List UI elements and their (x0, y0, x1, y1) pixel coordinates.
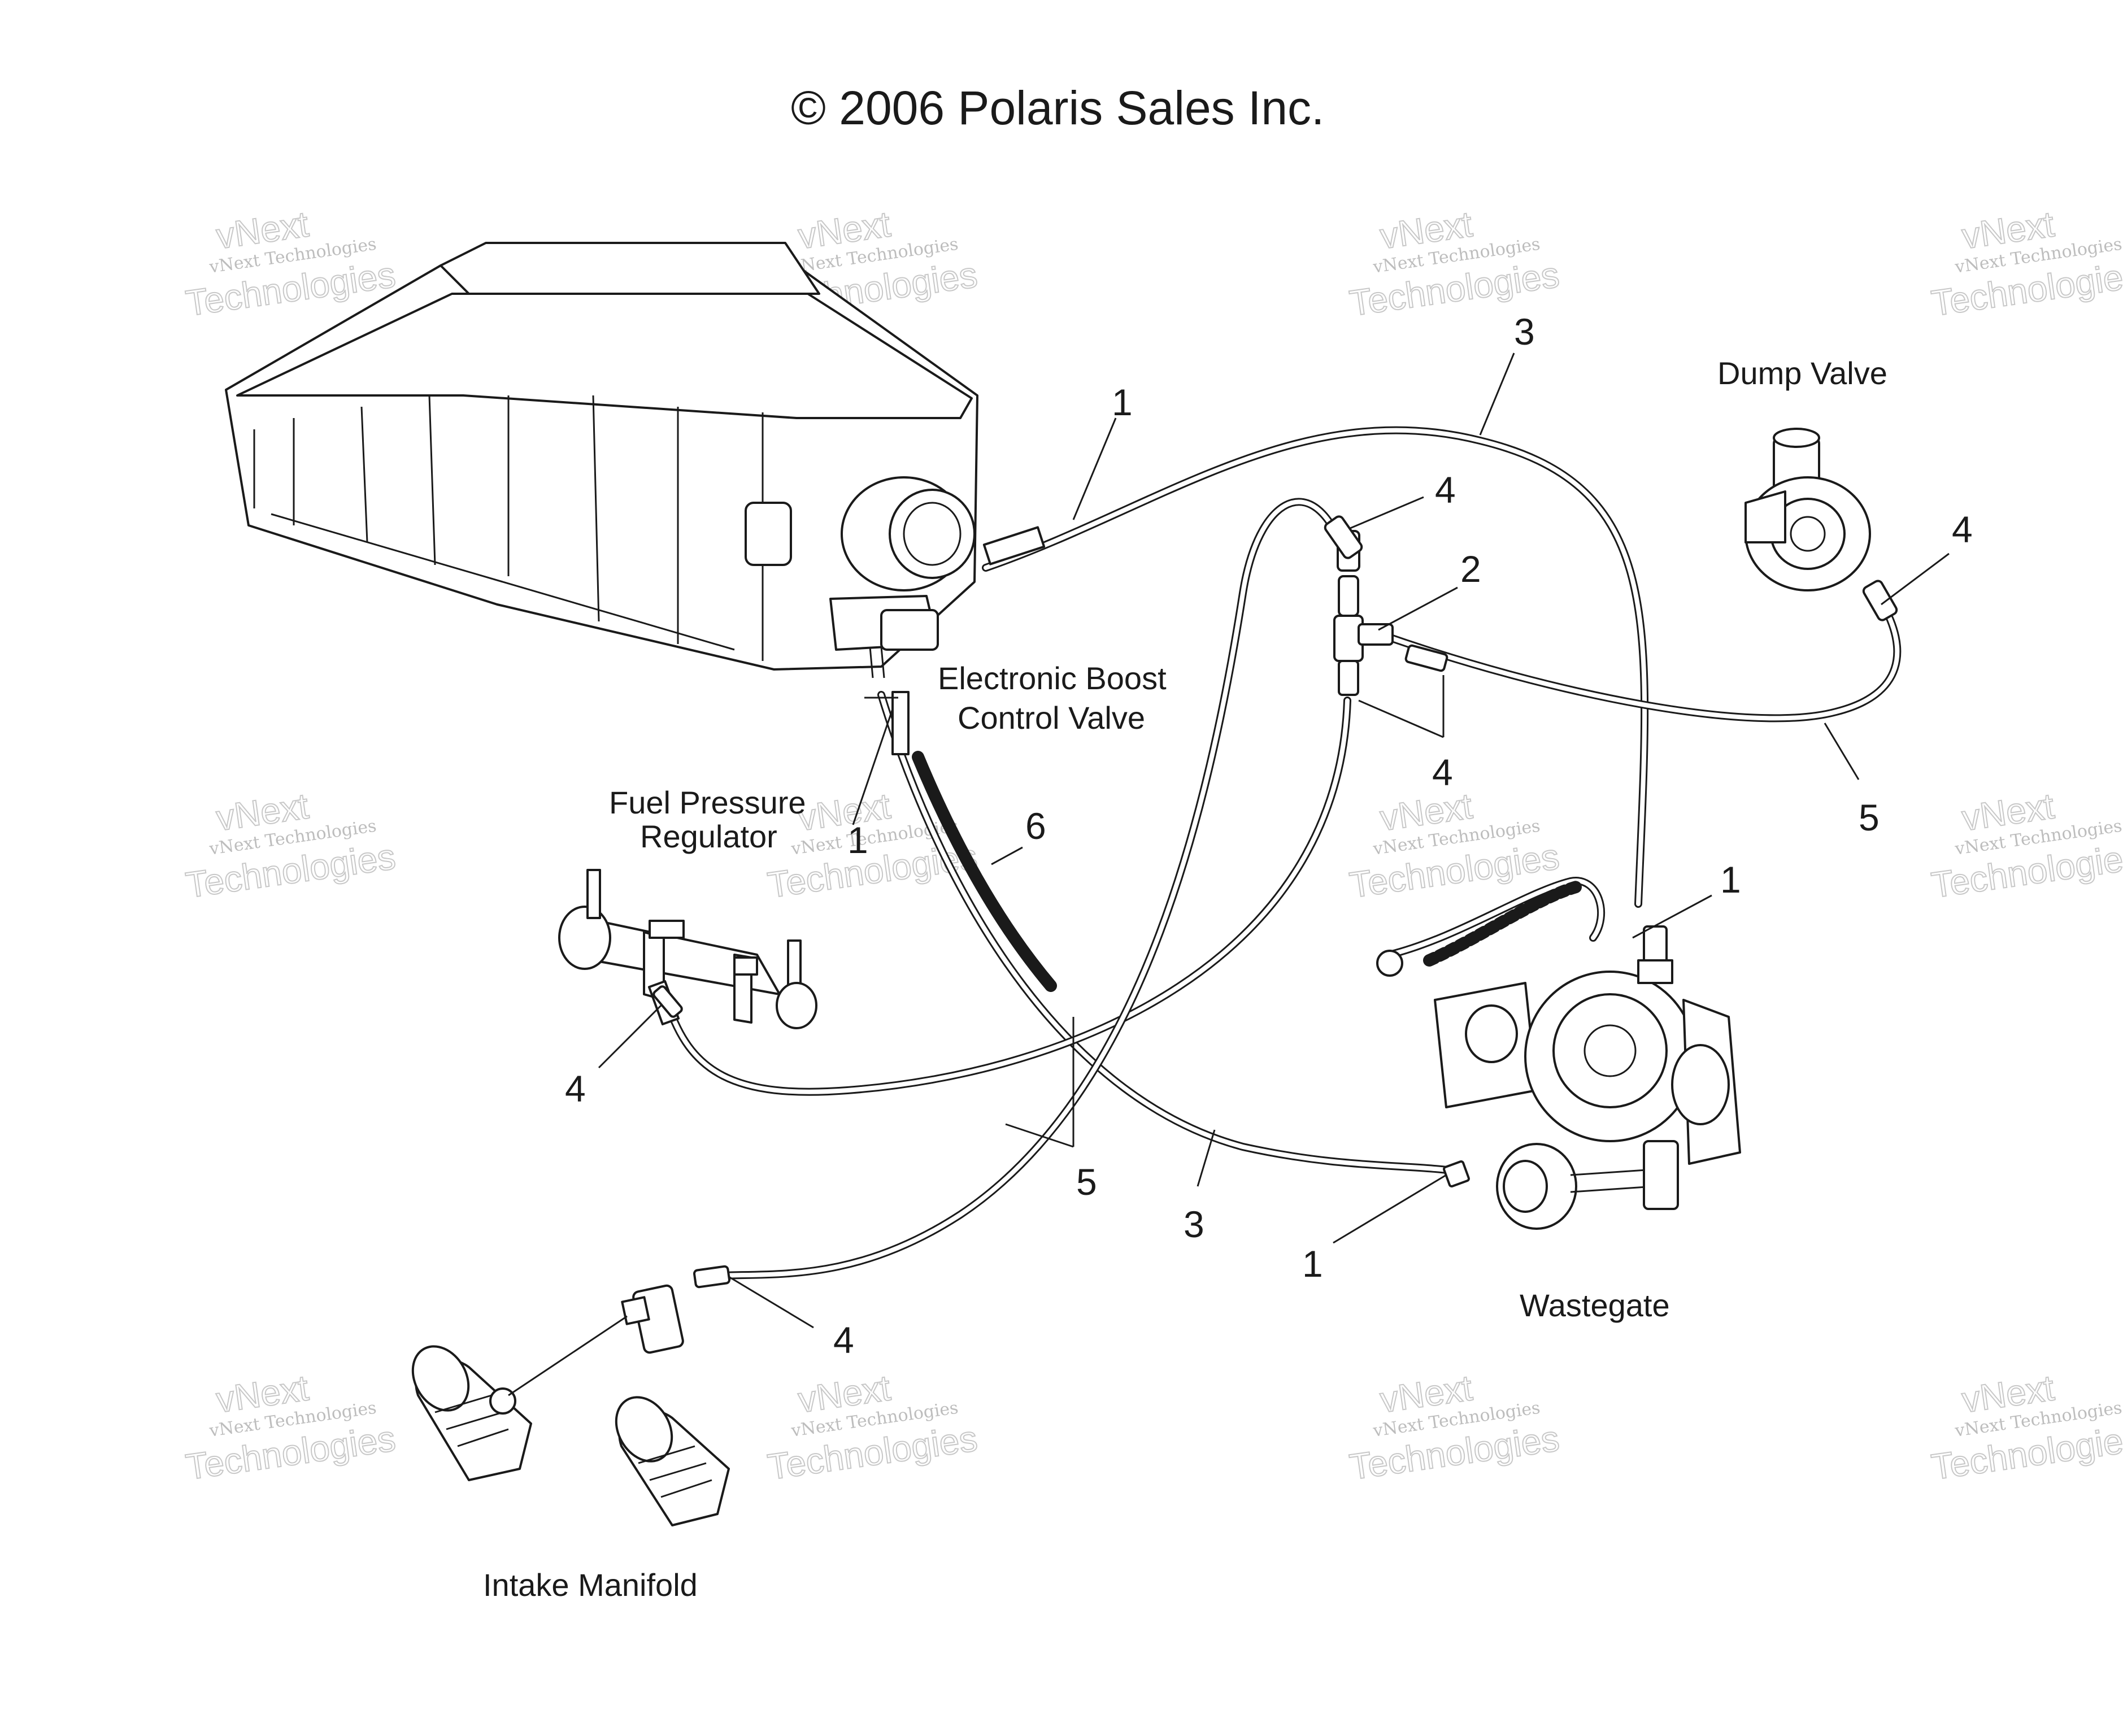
callout-1-wastegate-top: 1 (1720, 859, 1741, 900)
label-intake-manifold: Intake Manifold (483, 1567, 698, 1603)
callout-5-bottom: 5 (1076, 1161, 1097, 1203)
hose-wastegate-corrugated (1423, 881, 1582, 967)
turbo-wastegate-part (1376, 925, 1741, 1230)
label-ebcv-line1: Electronic Boost (938, 660, 1167, 696)
label-fpr-line2: Regulator (640, 819, 777, 854)
label-wastegate: Wastegate (1520, 1287, 1670, 1323)
callout-4-fuel-rail: 4 (565, 1068, 586, 1110)
intake-manifold-part (411, 1284, 730, 1526)
hose-5-fuel-rail (663, 697, 1351, 1096)
callout-4-bottom: 4 (833, 1319, 854, 1361)
callout-4-top: 4 (1435, 469, 1456, 511)
hose-6-sleeve (912, 751, 1057, 992)
callout-5-right: 5 (1859, 797, 1880, 838)
label-ebcv-line2: Control Valve (958, 700, 1145, 736)
callout-1-fpr: 1 (847, 819, 868, 861)
label-fpr-line1: Fuel Pressure (609, 785, 806, 820)
label-dump-valve: Dump Valve (1717, 355, 1887, 391)
callout-1-bottom: 1 (1302, 1243, 1323, 1285)
airbox (225, 242, 978, 678)
connector-stubs (891, 526, 1046, 755)
dump-valve-part (1744, 428, 1871, 591)
callout-3-top: 3 (1514, 311, 1535, 353)
hose-3-lower (877, 691, 1467, 1176)
callout-4-dump: 4 (1952, 508, 1973, 550)
hose-ends (652, 515, 1898, 1289)
leader-lines (598, 353, 1950, 1329)
callout-3-bottom: 3 (1184, 1203, 1204, 1245)
callout-1-top: 1 (1112, 381, 1133, 423)
callout-2: 2 (1460, 548, 1481, 590)
fuel-rail-part (558, 869, 817, 1029)
callout-6: 6 (1025, 805, 1046, 847)
hose-routing (663, 426, 1902, 1281)
callout-4-mid: 4 (1432, 751, 1453, 793)
copyright-notice: © 2006 Polaris Sales Inc. (791, 81, 1324, 134)
